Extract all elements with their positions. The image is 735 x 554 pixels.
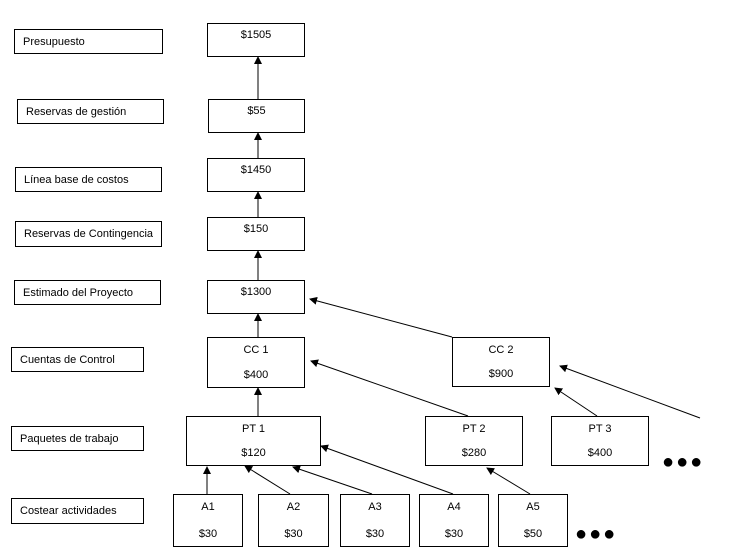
node-name: A4	[447, 501, 461, 513]
node-name: PT 2	[462, 423, 486, 435]
node-reservas-gestion: $55	[208, 99, 305, 133]
arrow-more-to-cc2	[559, 364, 701, 419]
node-amount: $30	[365, 528, 385, 540]
node-amount: $280	[461, 447, 487, 459]
node-pt-2: PT 2 $280	[425, 416, 523, 466]
arrow-a3-to-pt1	[292, 465, 373, 495]
arrow-a4-to-pt1	[320, 444, 454, 495]
node-name: PT 3	[588, 423, 612, 435]
label-estimado-proyecto: Estimado del Proyecto	[14, 280, 161, 305]
label-cuentas-control: Cuentas de Control	[11, 347, 144, 372]
node-name: A1	[201, 501, 215, 513]
arrow-cc2-to-estimado	[309, 296, 453, 338]
arrow-pt3-to-cc2	[554, 387, 598, 417]
label-costear-actividades: Costear actividades	[11, 498, 144, 524]
label-linea-base: Línea base de costos	[15, 167, 162, 192]
node-cc-1: CC 1 $400	[207, 337, 305, 388]
node-name: CC 1	[243, 344, 269, 356]
node-amount: $30	[444, 528, 464, 540]
arrow-pt2-to-cc1	[310, 359, 469, 417]
node-a3: A3 $30	[340, 494, 410, 547]
label-presupuesto: Presupuesto	[14, 29, 163, 54]
node-a5: A5 $50	[498, 494, 568, 547]
node-name: PT 1	[241, 423, 266, 435]
node-presupuesto: $1505	[207, 23, 305, 57]
node-name: A3	[368, 501, 382, 513]
arrow-a2-to-pt1	[244, 465, 291, 495]
more-activities-indicator: ●●●	[575, 523, 618, 545]
node-estimado-proyecto: $1300	[207, 280, 305, 314]
node-cc-2: CC 2 $900	[452, 337, 550, 387]
node-amount: $30	[198, 528, 218, 540]
node-amount: $400	[587, 447, 613, 459]
label-paquetes-trabajo: Paquetes de trabajo	[11, 426, 144, 451]
node-a2: A2 $30	[258, 494, 329, 547]
node-pt-3: PT 3 $400	[551, 416, 649, 466]
node-pt-1: PT 1 $120	[186, 416, 321, 466]
more-work-packages-indicator: ●●●	[662, 451, 705, 473]
node-amount: $30	[284, 528, 303, 540]
label-reservas-contingencia: Reservas de Contingencia	[15, 221, 162, 247]
node-name: A5	[526, 501, 540, 513]
node-amount: $900	[488, 368, 514, 380]
label-reservas-gestion: Reservas de gestión	[17, 99, 164, 124]
node-amount: $120	[241, 447, 266, 459]
node-linea-base: $1450	[207, 158, 305, 192]
node-a4: A4 $30	[419, 494, 489, 547]
node-reservas-contingencia: $150	[207, 217, 305, 251]
node-name: A2	[286, 501, 301, 513]
node-name: CC 2	[488, 344, 514, 356]
node-amount: $50	[523, 528, 543, 540]
node-amount: $400	[243, 369, 269, 381]
arrow-a5-to-pt2	[486, 467, 531, 495]
node-a1: A1 $30	[173, 494, 243, 547]
